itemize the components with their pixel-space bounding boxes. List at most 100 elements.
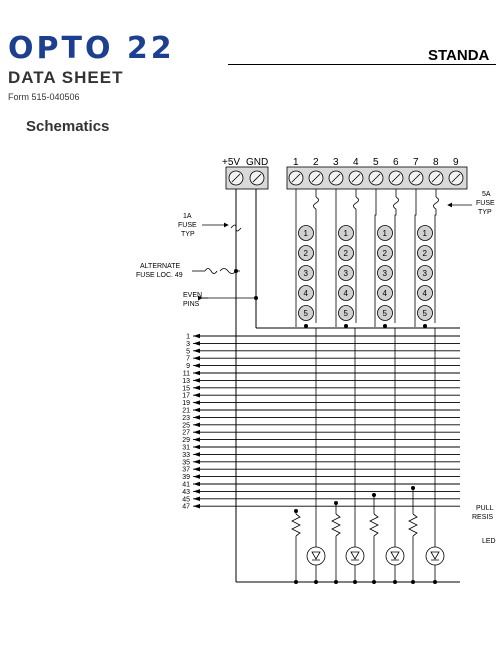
even-pins-label-2: PINS [183, 301, 200, 308]
odd-pin-label: 5 [186, 348, 190, 355]
screw-slot [431, 173, 441, 183]
terminal-label-gnd: GND [246, 157, 268, 168]
module-pin-circle [417, 245, 433, 261]
pin-arrow [193, 489, 201, 494]
pin-arrow [193, 385, 201, 391]
junction-dot [393, 580, 397, 584]
fuse-1a-label-2: FUSE [178, 222, 197, 229]
odd-pin-label: 45 [182, 496, 190, 503]
odd-pin-label: 25 [182, 422, 190, 429]
module-pin-label: 4 [344, 289, 349, 298]
pin-arrow [193, 400, 201, 405]
odd-pin-label: 3 [186, 341, 190, 348]
junction-dot [304, 324, 308, 328]
junction-dot [314, 580, 318, 584]
module-pin-circle [298, 245, 314, 261]
odd-pin-label: 7 [186, 356, 190, 363]
module-pin-label: 5 [383, 309, 388, 318]
pin-arrow [193, 363, 201, 368]
odd-pin-label: 33 [182, 452, 190, 459]
pin-arrow [193, 466, 201, 472]
module-pin-circle [338, 225, 354, 241]
led-diode [311, 551, 321, 561]
led-symbol [385, 546, 405, 566]
led-symbol [306, 546, 326, 566]
odd-pin-label: 13 [182, 378, 190, 385]
pin-arrow [193, 392, 201, 398]
pin-arrow [193, 370, 201, 376]
module-pin-label: 2 [344, 249, 349, 258]
pin-arrow [193, 429, 201, 435]
pin-arrow [193, 444, 201, 450]
led-symbol [345, 546, 365, 566]
module-pin-circle [298, 265, 314, 281]
module-pin-circle [377, 225, 393, 241]
module-pin-label: 3 [344, 269, 349, 278]
module-pin-circle [377, 245, 393, 261]
pullup-label-2: RESIS [472, 514, 493, 521]
pin-arrow [193, 407, 201, 413]
odd-pin-label: 23 [182, 415, 190, 422]
section-heading: Schematics [26, 118, 110, 135]
terminal-label-6: 6 [393, 157, 399, 168]
led-diode [350, 551, 360, 561]
module-pin-circle [338, 305, 354, 321]
screw-slot [231, 173, 241, 183]
fuse-1a-label-3: TYP [181, 231, 195, 238]
module-pin-label: 2 [304, 249, 309, 258]
module-pin-circle [338, 245, 354, 261]
pin-arrow [193, 378, 201, 383]
odd-pin-label: 9 [186, 363, 190, 370]
led-diode [390, 551, 400, 561]
module-pin-circle [298, 285, 314, 301]
pullup-resistor [408, 513, 418, 537]
fuse-symbol [393, 196, 399, 210]
pin-arrow [193, 496, 201, 502]
odd-pin-label: 17 [182, 393, 190, 400]
odd-pin-label: 47 [182, 504, 190, 511]
fuse-5a-label-3: TYP [478, 209, 492, 216]
odd-pin-label: 29 [182, 437, 190, 444]
module-pin-label: 3 [423, 269, 428, 278]
junction-dot [411, 580, 415, 584]
module-pin-label: 4 [423, 289, 428, 298]
odd-pin-label: 37 [182, 467, 190, 474]
terminal-label-7: 7 [413, 157, 419, 168]
module-pin-label: 4 [304, 289, 309, 298]
junction-dot [383, 324, 387, 328]
module-pin-circle [377, 285, 393, 301]
alternate-fuse-label-2: FUSE LOC. 49 [136, 272, 183, 279]
screw-slot [371, 173, 381, 183]
junction-dot [433, 580, 437, 584]
junction-dot [334, 501, 338, 505]
module-pin-label: 5 [423, 309, 428, 318]
pin-arrow [193, 459, 201, 465]
fuse-5a-label-1: 5A [482, 191, 491, 198]
module-wire [394, 209, 397, 323]
screw-slot [411, 173, 421, 183]
module-pin-label: 1 [423, 229, 428, 238]
module-pin-label: 3 [383, 269, 388, 278]
terminal-label-5v: +5V [222, 157, 240, 168]
pullup-resistor [291, 513, 301, 537]
terminal-label-9: 9 [453, 157, 459, 168]
odd-pin-label: 15 [182, 385, 190, 392]
pin-arrow [193, 333, 201, 339]
even-pins-label-1: EVEN [183, 292, 202, 299]
pin-arrow [193, 341, 201, 346]
pin-arrow [193, 348, 201, 354]
junction-dot [372, 580, 376, 584]
module-pin-circle [338, 285, 354, 301]
pin-arrow [193, 415, 201, 420]
terminal-label-5: 5 [373, 157, 379, 168]
module-pin-label: 3 [304, 269, 309, 278]
form-number: Form 515-040506 [8, 92, 80, 102]
terminal-label-4: 4 [353, 157, 359, 168]
terminal-label-2: 2 [313, 157, 319, 168]
odd-pin-label: 39 [182, 474, 190, 481]
screw-slot [331, 173, 341, 183]
module-pin-label: 4 [383, 289, 388, 298]
header-title: STANDA [428, 47, 490, 64]
junction-dot [294, 509, 298, 513]
pin-arrow [193, 355, 201, 361]
